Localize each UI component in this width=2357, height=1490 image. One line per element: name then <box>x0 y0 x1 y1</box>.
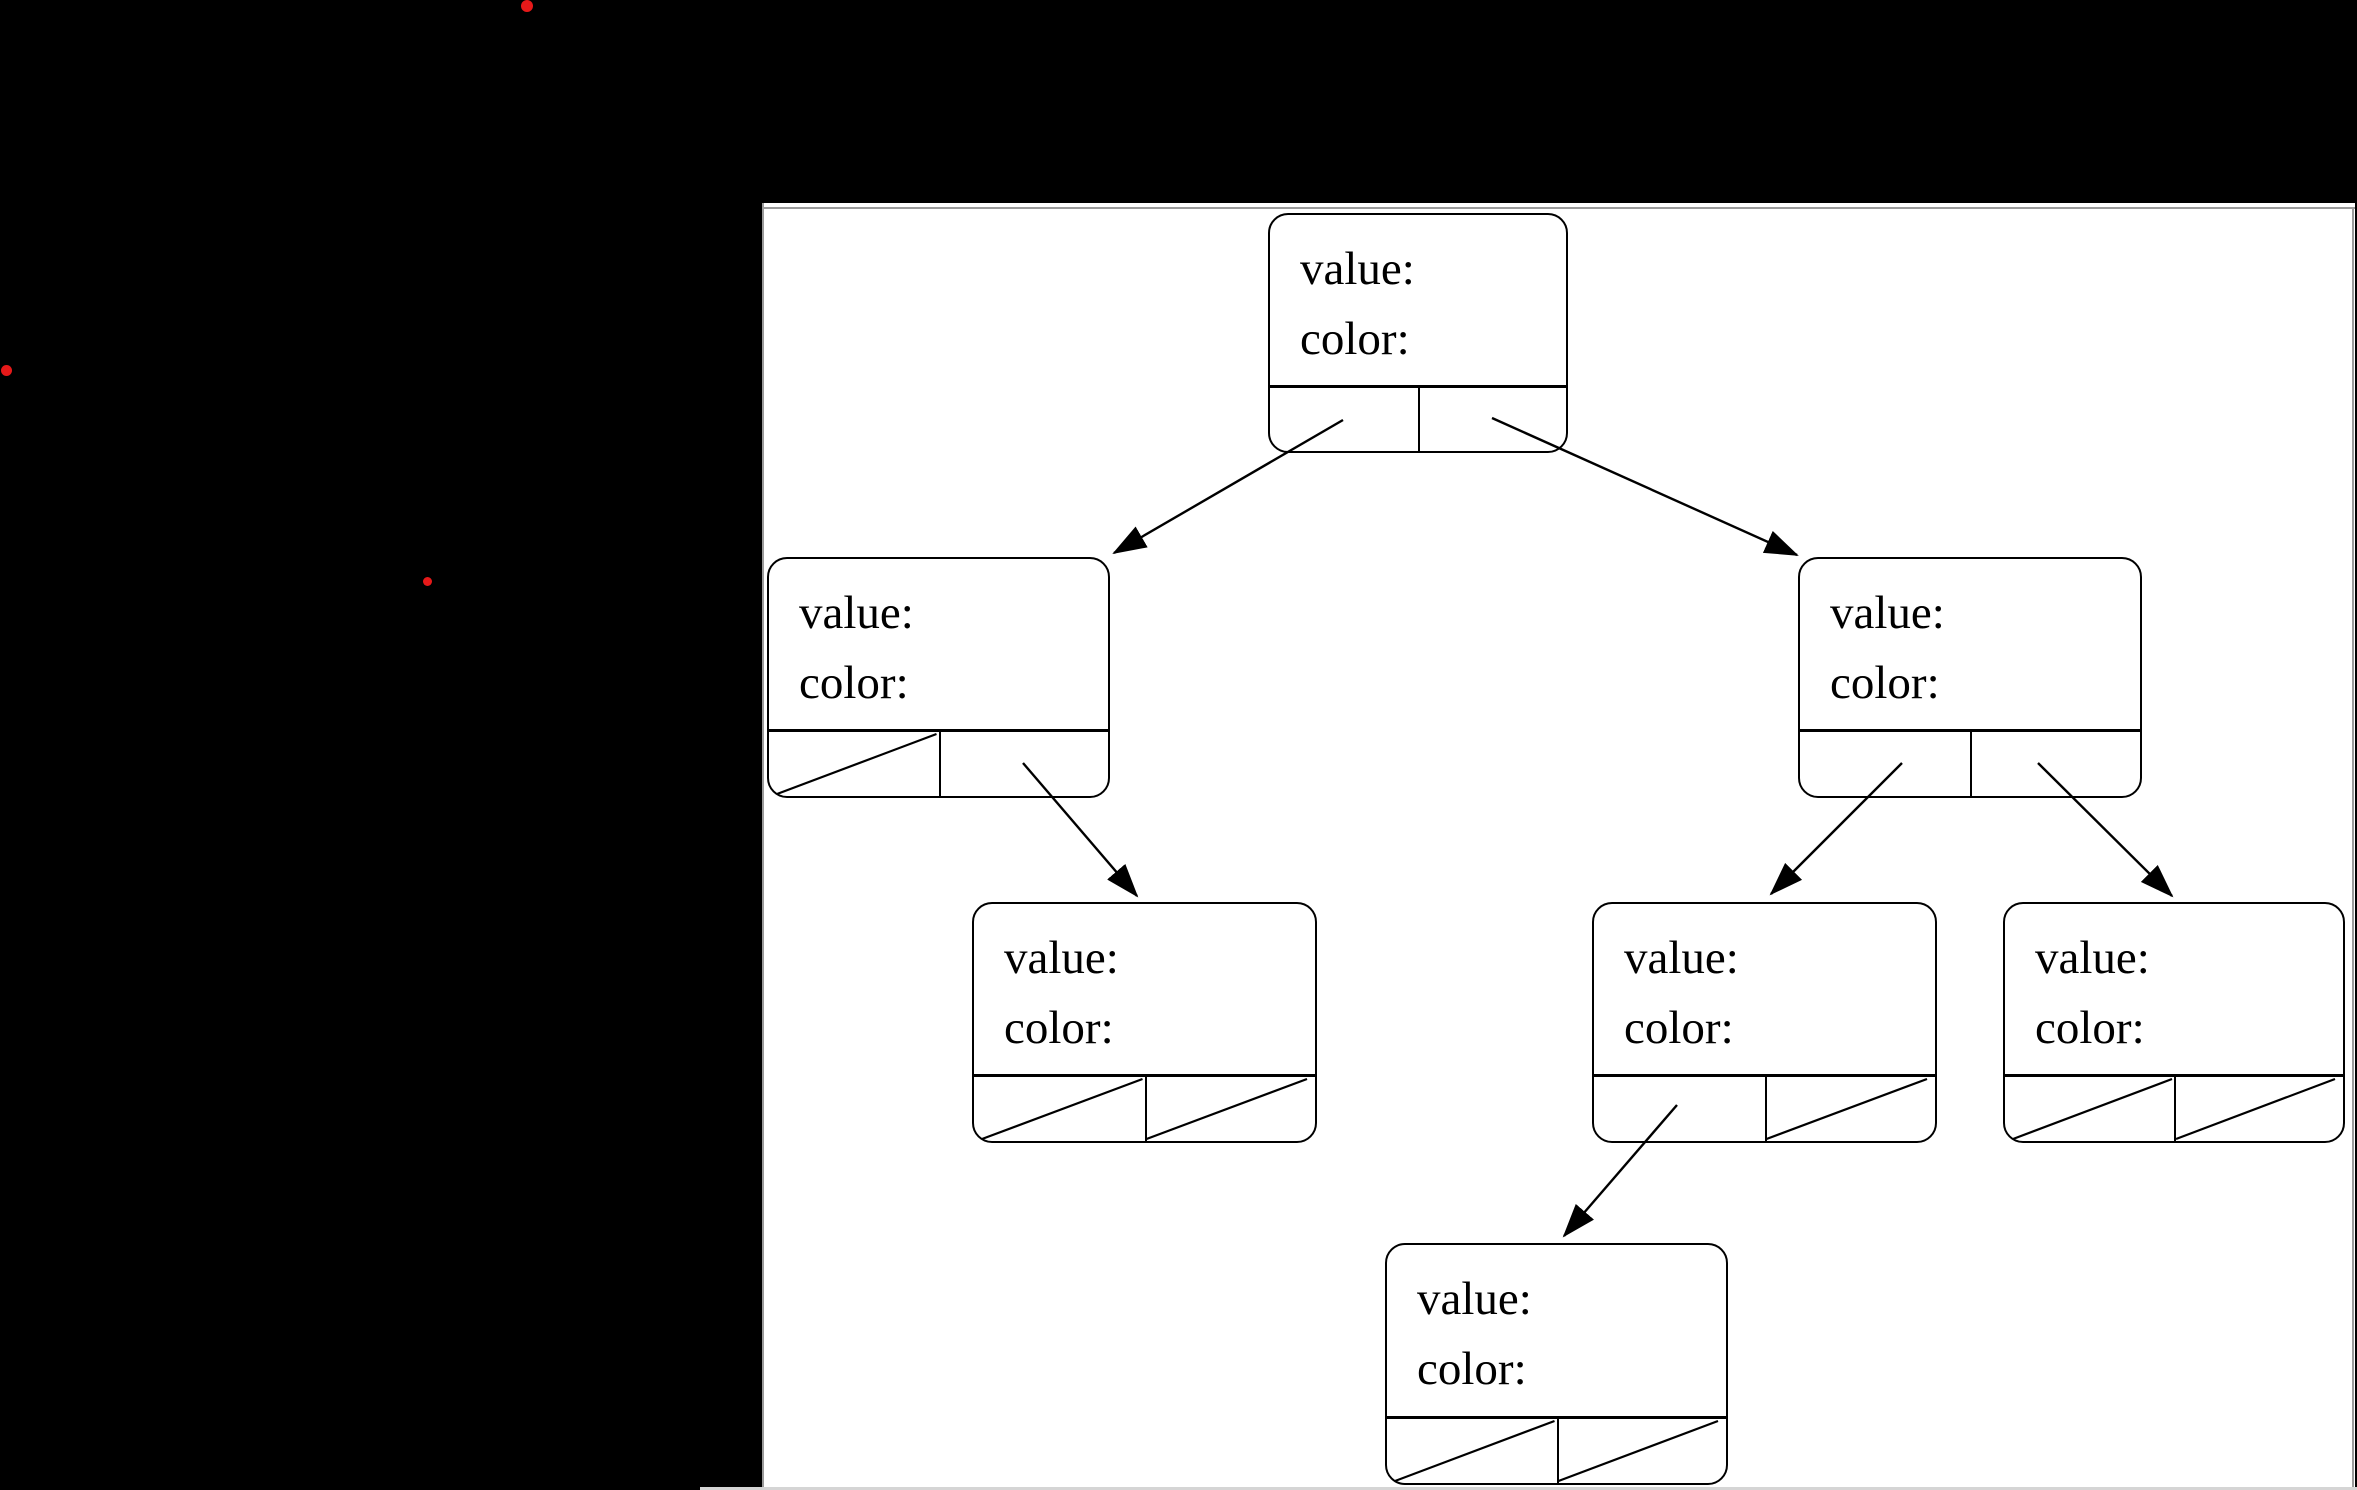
node-color-label: color: <box>1830 657 1940 709</box>
node-left-pointer-cell <box>769 732 939 796</box>
node-right-pointer-cell <box>1764 1077 1936 1141</box>
node-pointer-row <box>1387 1416 1726 1483</box>
node-left-pointer-cell <box>1387 1419 1557 1483</box>
node-record-fields: value: color: <box>1270 215 1566 374</box>
red-annotation-dot <box>422 576 432 586</box>
node-value-label: value: <box>1417 1273 1532 1325</box>
node-record-fields: value: color: <box>1800 559 2140 718</box>
node-value-label: value: <box>1300 243 1415 295</box>
node-color-label: color: <box>1300 313 1410 365</box>
node-pointer-row <box>1270 385 1566 451</box>
node-left-pointer-cell <box>2005 1077 2174 1141</box>
red-annotation-dot <box>521 0 533 12</box>
node-pointer-row <box>769 729 1108 796</box>
tree-node-rl: value: color: <box>1592 902 1937 1143</box>
node-pointer-row <box>1594 1074 1935 1141</box>
tree-node-rr: value: color: <box>2003 902 2345 1143</box>
node-record-fields: value: color: <box>1594 904 1935 1063</box>
node-value-label: value: <box>1830 587 1945 639</box>
tree-node-lr: value: color: <box>972 902 1317 1143</box>
node-right-pointer-cell <box>1418 388 1566 451</box>
page-border-right <box>2352 207 2354 1487</box>
node-pointer-row <box>1800 729 2140 796</box>
node-right-pointer-cell <box>1556 1419 1727 1483</box>
node-value-label: value: <box>2035 932 2150 984</box>
node-color-label: color: <box>1624 1002 1734 1054</box>
node-value-label: value: <box>1624 932 1739 984</box>
red-annotation-dot <box>0 364 12 376</box>
node-record-fields: value: color: <box>2005 904 2343 1063</box>
page-border-left <box>762 203 764 1487</box>
node-record-fields: value: color: <box>1387 1245 1726 1404</box>
node-color-label: color: <box>1417 1343 1527 1395</box>
node-left-pointer-cell <box>974 1077 1145 1141</box>
node-color-label: color: <box>1004 1002 1114 1054</box>
node-left-pointer-cell <box>1270 388 1418 451</box>
tree-node-l: value: color: <box>767 557 1110 798</box>
node-left-pointer-cell <box>1800 732 1970 796</box>
node-record-fields: value: color: <box>974 904 1315 1063</box>
node-right-pointer-cell <box>938 732 1109 796</box>
page-border-top <box>762 207 2355 209</box>
node-value-label: value: <box>1004 932 1119 984</box>
node-left-pointer-cell <box>1594 1077 1765 1141</box>
node-color-label: color: <box>2035 1002 2145 1054</box>
tree-node-root: value: color: <box>1268 213 1568 453</box>
node-right-pointer-cell <box>1144 1077 1316 1141</box>
node-pointer-row <box>974 1074 1315 1141</box>
tree-node-rll: value: color: <box>1385 1243 1728 1485</box>
tree-node-r: value: color: <box>1798 557 2142 798</box>
node-color-label: color: <box>799 657 909 709</box>
page-bottom-strip <box>700 1487 2357 1490</box>
node-right-pointer-cell <box>2174 1077 2343 1141</box>
node-value-label: value: <box>799 587 914 639</box>
node-right-pointer-cell <box>1970 732 2140 796</box>
node-pointer-row <box>2005 1074 2343 1141</box>
node-record-fields: value: color: <box>769 559 1108 718</box>
